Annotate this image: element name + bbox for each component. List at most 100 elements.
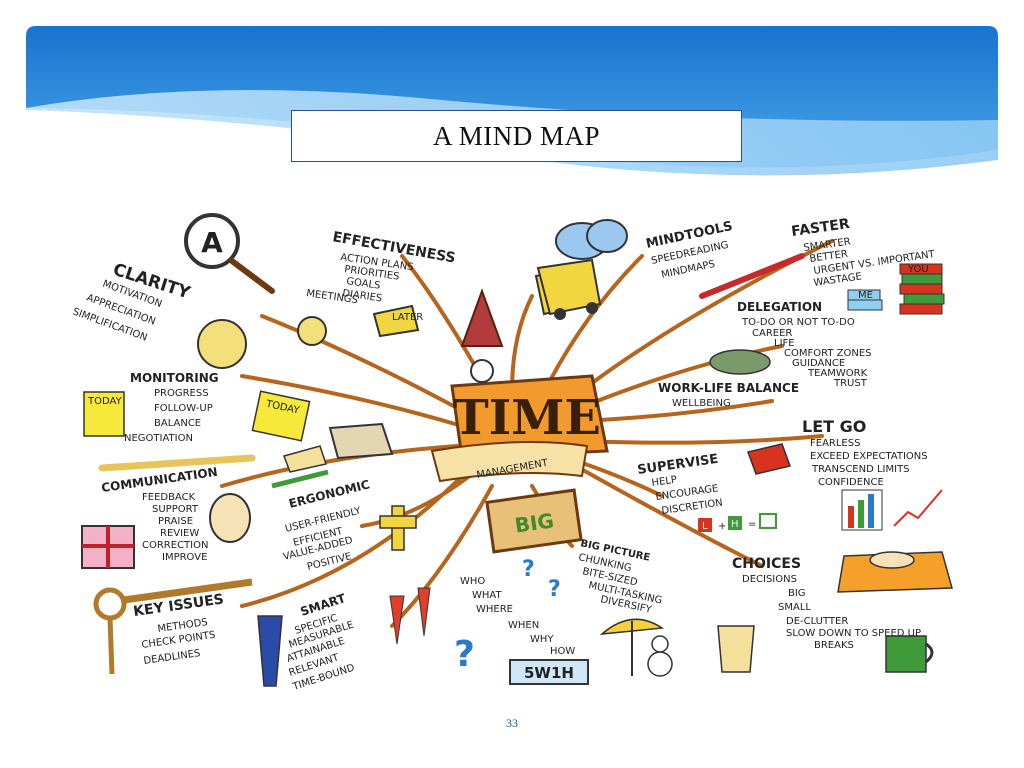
tie-icon (257, 615, 283, 687)
branch-choices: CHOICES (732, 556, 801, 572)
header-banner (26, 26, 998, 189)
envelope-icon (283, 422, 394, 473)
mind-map: TIME MANAGEMENT CLARITY MOTIVATION APPRE… (71, 213, 953, 693)
brain-icon (555, 219, 628, 260)
branch-item: BALANCE (154, 418, 201, 429)
mug-icon (885, 635, 934, 673)
branch-item: DECISIONS (742, 574, 797, 585)
branch-line (510, 294, 534, 393)
books-label: YOU (907, 264, 929, 275)
book-label: LATER (392, 312, 423, 323)
cat-icon (197, 316, 327, 369)
sign-text: BIG (513, 508, 555, 537)
cross-figure-icon (379, 505, 417, 551)
branch-item: FOLLOW-UP (154, 403, 213, 414)
cake-icon (837, 551, 953, 593)
chart-icon (841, 489, 943, 531)
5w1h-box (509, 659, 589, 685)
branch-line (260, 314, 474, 418)
branch-line (570, 344, 784, 413)
page-number: 33 (506, 716, 518, 730)
center-word: TIME (453, 390, 601, 446)
branch-item: GOALS (346, 276, 381, 292)
gift-icon (81, 525, 135, 569)
branch-item: NEGOTIATION (124, 433, 193, 444)
formula-icon: L + H = (698, 513, 777, 532)
branch-item: HELP (651, 475, 678, 489)
branch-item: WHAT (472, 590, 502, 601)
branch-item: IMPROVE (162, 552, 207, 563)
formula-l: L (702, 521, 708, 532)
books-label: ME (858, 290, 873, 301)
branch-item: EXCEED EXPECTATIONS (810, 451, 928, 462)
branch-item: REVIEW (160, 528, 199, 539)
question-mark-icon: ? ? ? (454, 557, 561, 675)
paper-basket-icon (717, 625, 755, 673)
sign-icon: BIG (485, 488, 583, 554)
illustrations: A LATER TODAY TO (81, 213, 953, 687)
branch-line (240, 374, 464, 428)
magnifier-icon: A (184, 213, 275, 294)
branch-item: LIFE (774, 338, 795, 349)
branch-item: WHO (460, 576, 485, 587)
svg-text:?: ? (454, 634, 475, 675)
branch-item: FEARLESS (810, 438, 860, 449)
branch-line (390, 484, 494, 628)
branch-item: FEEDBACK (142, 492, 196, 503)
branch-item: COMFORT ZONES (784, 348, 871, 359)
svg-text:?: ? (522, 557, 535, 582)
branch-item: GUIDANCE (792, 358, 845, 369)
branch-item: BREAKS (814, 640, 854, 651)
title-box: A MIND MAP (291, 110, 742, 162)
branch-item: DE-CLUTTER (786, 616, 848, 627)
branch-item: CHECK POINTS (141, 630, 216, 651)
red-book-icon (747, 443, 791, 475)
formula-equals: = (748, 519, 756, 530)
branch-line (240, 474, 464, 608)
branch-item: PRAISE (158, 516, 193, 527)
branch-item: TEAMWORK (807, 368, 868, 379)
branch-line (580, 399, 774, 423)
svg-text:?: ? (548, 577, 561, 602)
key-icon (93, 578, 253, 675)
green-arrow-icon (271, 469, 329, 489)
formula-h: H (731, 519, 739, 530)
branch-smart: SMART (299, 591, 349, 619)
branch-item: HOW (550, 646, 575, 657)
branch-item: WHEN (508, 620, 539, 631)
snowman-icon (647, 635, 673, 677)
magnifier-letter: A (201, 226, 223, 259)
branch-let-go: LET GO (802, 417, 866, 436)
branch-item: CONFIDENCE (818, 477, 884, 488)
pencil-icon (98, 253, 805, 472)
carrot-icon (389, 587, 431, 645)
sticky-note-icon: TODAY TODAY (83, 390, 311, 442)
branch-line (220, 444, 459, 488)
branch-monitoring: MONITORING (130, 371, 219, 385)
branch-line (540, 254, 644, 398)
umbrella-icon (599, 618, 665, 676)
branch-item: TRUST (833, 378, 868, 389)
books-icon: YOU ME (847, 263, 945, 315)
bulldozer-icon (536, 258, 602, 320)
sticky-label: TODAY (87, 396, 123, 407)
branch-5w1h: 5W1H (524, 664, 574, 682)
hat-icon (709, 349, 771, 375)
branch-supervise: SUPERVISE (636, 452, 719, 478)
branch-item: WHY (530, 634, 554, 645)
branch-faster: FASTER (790, 216, 851, 240)
branch-item: BETTER (809, 249, 849, 265)
branch-delegation: DELEGATION (737, 300, 822, 314)
branch-item: SUPPORT (152, 504, 199, 515)
branch-item: SLOW DOWN TO SPEED UP (786, 628, 921, 639)
branch-item: SMALL (778, 602, 811, 613)
branch-item: PROGRESS (154, 388, 209, 399)
formula-plus: + (718, 521, 726, 532)
face-icon (209, 493, 251, 543)
clock-icon (470, 359, 494, 383)
branch-line (575, 434, 824, 445)
branch-item: WELLBEING (672, 398, 731, 409)
branch-item: DEADLINES (143, 648, 201, 667)
branch-item: TO-DO OR NOT TO-DO (741, 317, 855, 328)
